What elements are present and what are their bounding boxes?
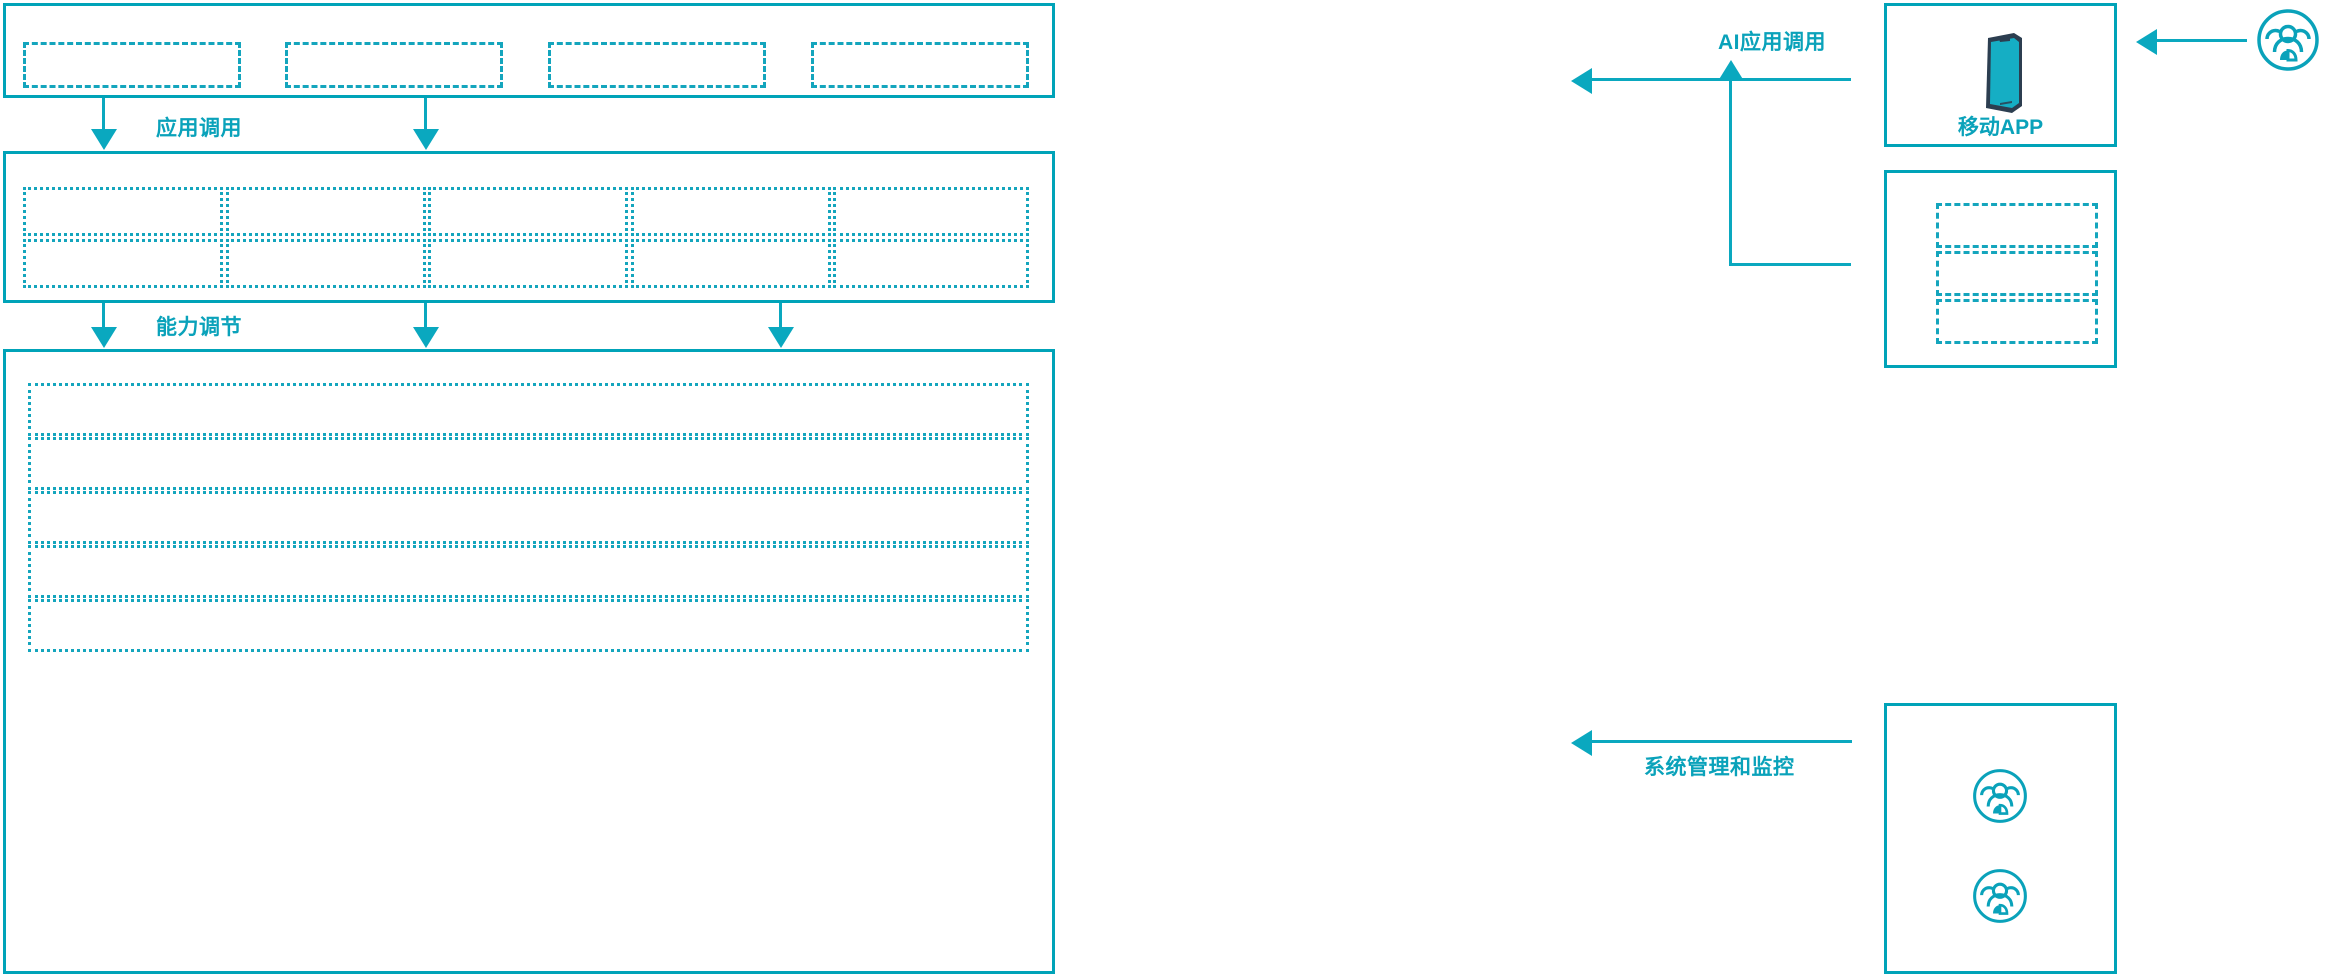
- cap-r2-c5[interactable]: [833, 239, 1029, 288]
- ops-user-icon-1: [1972, 768, 2028, 824]
- cap-r2-c4[interactable]: [631, 239, 831, 288]
- capability-adjust-arrowhead-3: [768, 327, 794, 348]
- platform-layer-panel: [3, 349, 1055, 974]
- mobile-phone-icon: [1974, 30, 2026, 116]
- channel-slot-3[interactable]: [1936, 299, 2098, 344]
- capability-adjust-label: 能力调节: [156, 316, 242, 339]
- capability-adjust-connector-2: [424, 303, 427, 340]
- plat-row-5[interactable]: [28, 599, 1029, 652]
- end-user-to-mobile-arrowhead: [2136, 29, 2157, 55]
- app-call-label: 应用调用: [156, 117, 242, 140]
- app-slot-2[interactable]: [285, 42, 503, 88]
- plat-row-4[interactable]: [28, 545, 1029, 598]
- plat-row-2[interactable]: [28, 437, 1029, 490]
- end-user-icon: [2256, 8, 2320, 72]
- channel-slot-2[interactable]: [1936, 251, 2098, 296]
- app-slot-3[interactable]: [548, 42, 766, 88]
- app-call-connector-left: [102, 98, 105, 135]
- cap-r1-c5[interactable]: [833, 187, 1029, 236]
- application-layer-panel: [3, 3, 1055, 98]
- ai-app-call-riser-base: [1729, 263, 1851, 266]
- cap-r1-c3[interactable]: [428, 187, 628, 236]
- plat-row-3[interactable]: [28, 491, 1029, 544]
- system-mgmt-line: [1592, 740, 1852, 743]
- capability-layer-panel: [3, 151, 1055, 303]
- capability-adjust-connector-1: [102, 303, 105, 340]
- cap-r2-c2[interactable]: [226, 239, 426, 288]
- app-slot-1[interactable]: [23, 42, 241, 88]
- end-user-to-mobile-line: [2157, 39, 2247, 42]
- system-mgmt-label: 系统管理和监控: [1644, 756, 1795, 779]
- plat-row-1[interactable]: [28, 383, 1029, 436]
- capability-adjust-arrowhead-1: [91, 327, 117, 348]
- cap-r1-c2[interactable]: [226, 187, 426, 236]
- ai-app-call-arrowhead: [1571, 68, 1592, 94]
- mobile-app-label: 移动APP: [1957, 116, 2044, 139]
- channel-slot-1[interactable]: [1936, 203, 2098, 248]
- cap-r1-c1[interactable]: [23, 187, 223, 236]
- ops-user-icon-2: [1972, 868, 2028, 924]
- app-slot-4[interactable]: [811, 42, 1029, 88]
- capability-adjust-arrowhead-2: [413, 327, 439, 348]
- operations-panel: [1884, 703, 2117, 974]
- capability-adjust-connector-3: [779, 303, 782, 340]
- ai-app-call-label: AI应用调用: [1718, 31, 1826, 54]
- app-call-connector-right: [424, 98, 427, 135]
- app-call-arrowhead-left: [91, 129, 117, 150]
- cap-r1-c4[interactable]: [631, 187, 831, 236]
- cap-r2-c3[interactable]: [428, 239, 628, 288]
- ai-app-call-riser-arrowhead: [1718, 60, 1744, 81]
- ai-app-call-riser: [1729, 81, 1732, 266]
- app-call-arrowhead-right: [413, 129, 439, 150]
- cap-r2-c1[interactable]: [23, 239, 223, 288]
- system-mgmt-arrowhead: [1571, 730, 1592, 756]
